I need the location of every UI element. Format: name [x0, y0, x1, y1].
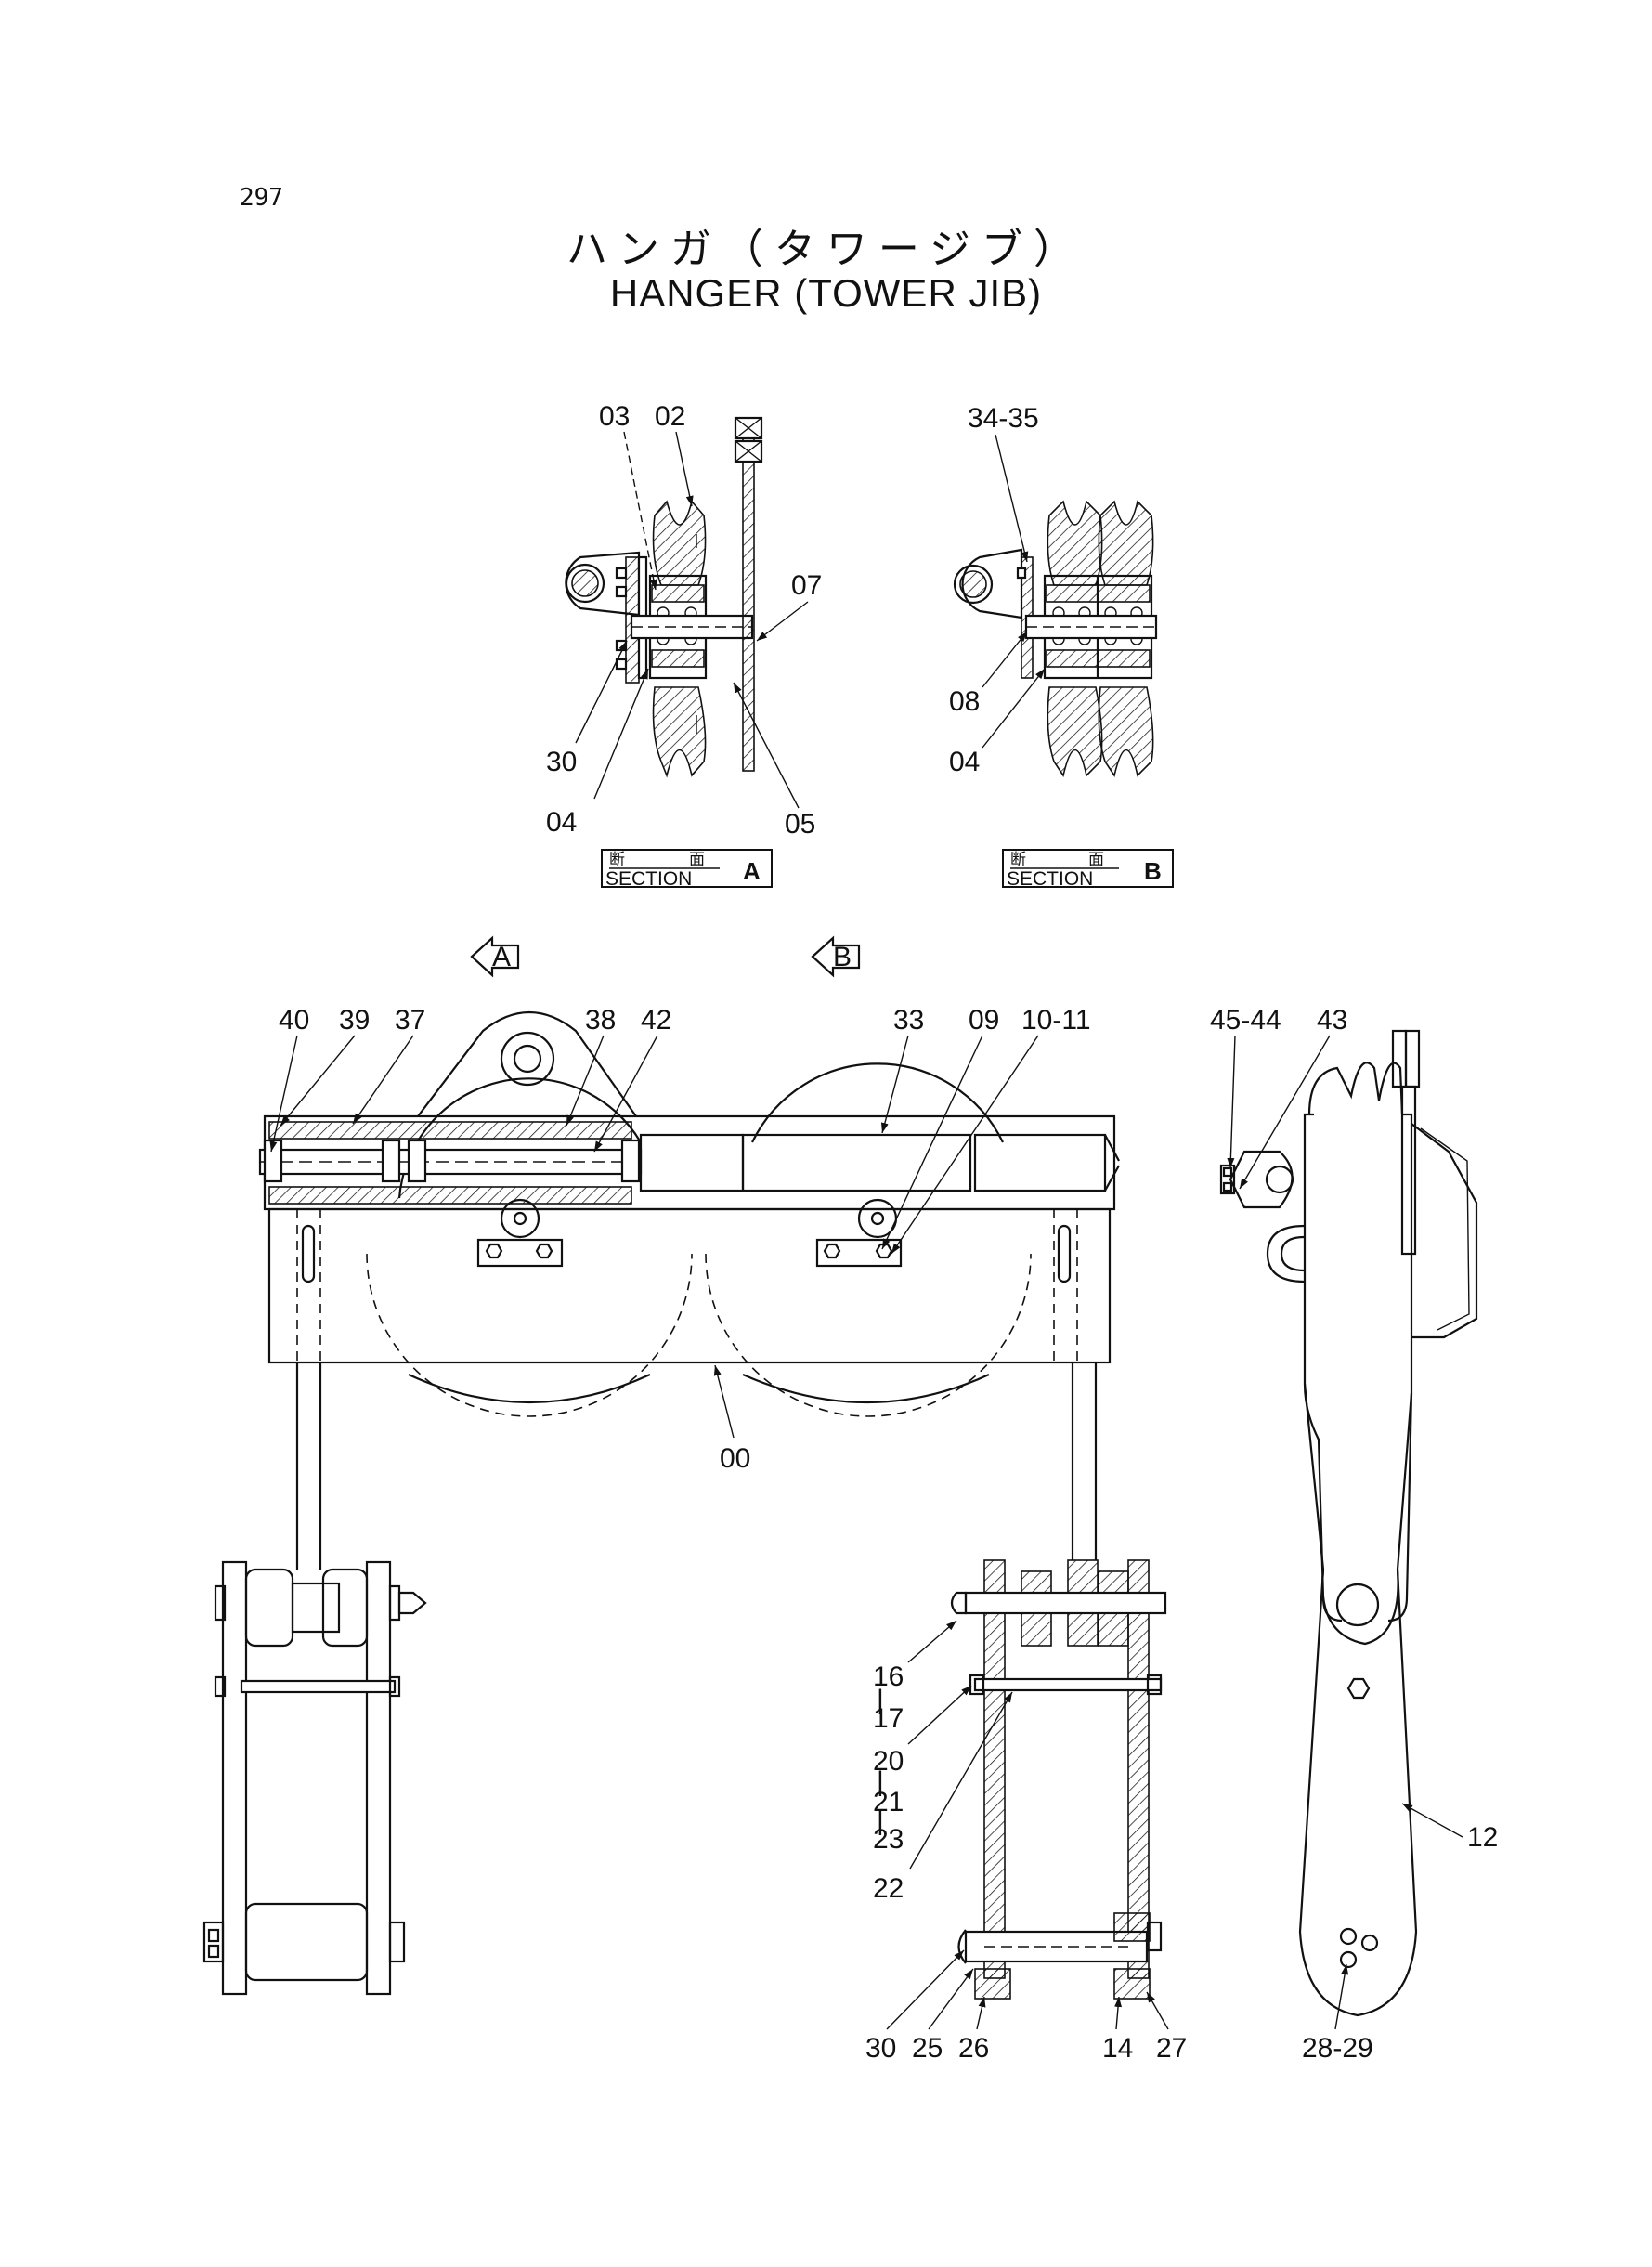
callout-05: 05 [785, 809, 815, 840]
callout-39: 39 [339, 1005, 370, 1036]
main-hanger-view [258, 1011, 1120, 1417]
callout-10-11: 10-11 [1021, 1005, 1091, 1036]
right-link-callouts: 16 | 17 20 | 21 | 23 22 30 25 26 14 27 [865, 1620, 1187, 2064]
callout-12: 12 [1467, 1822, 1498, 1853]
callout-21: 21 [873, 1787, 904, 1818]
svg-text:断: 断 [609, 851, 625, 869]
callout-28-29: 28-29 [1302, 2033, 1373, 2064]
callout-09: 09 [969, 1005, 999, 1036]
callout-04-b: 04 [949, 747, 980, 777]
svg-text:|: | [877, 1805, 884, 1836]
callout-30-a: 30 [546, 747, 577, 777]
section-b-drawing [953, 500, 1158, 777]
section-a-drawing [565, 416, 763, 778]
section-a-label-box: 断 面 SECTION A [601, 849, 773, 890]
svg-text:面: 面 [1088, 851, 1104, 869]
callout-14: 14 [1102, 2033, 1133, 2064]
callout-00: 00 [720, 1443, 750, 1474]
callout-37: 37 [395, 1005, 425, 1036]
callout-34-35: 34-35 [968, 403, 1039, 434]
callout-08: 08 [949, 686, 980, 717]
section-a-letter: A [743, 857, 761, 885]
svg-text:B: B [833, 942, 852, 972]
callout-02: 02 [655, 401, 685, 432]
callout-04-a: 04 [546, 807, 577, 838]
section-b-letter: B [1144, 857, 1162, 885]
section-a-text: SECTION [605, 868, 692, 890]
page-number: 297 [240, 184, 283, 212]
callout-38: 38 [585, 1005, 616, 1036]
left-link-assembly [202, 1362, 427, 1996]
callout-33: 33 [893, 1005, 924, 1036]
section-b-label-box: 断 面 SECTION B [1002, 849, 1174, 890]
section-b-text: SECTION [1007, 868, 1093, 890]
svg-text:|: | [877, 1685, 884, 1715]
callout-17: 17 [873, 1703, 904, 1734]
svg-text:断: 断 [1010, 851, 1026, 869]
callout-43: 43 [1317, 1005, 1347, 1036]
callout-30-b: 30 [865, 2033, 896, 2064]
view-arrow-b: B [811, 935, 861, 978]
title-english: HANGER (TOWER JIB) [609, 271, 1043, 315]
svg-text:|: | [877, 1766, 884, 1797]
svg-text:面: 面 [689, 851, 705, 869]
view-arrow-a: A [470, 935, 520, 978]
callout-07: 07 [791, 570, 822, 601]
callout-22: 22 [873, 1873, 904, 1904]
callout-16: 16 [873, 1661, 904, 1692]
callout-20: 20 [873, 1746, 904, 1777]
main-view-callouts: 40 39 37 38 42 33 09 10-11 00 [269, 1005, 1091, 1474]
right-link-assembly [950, 1362, 1167, 2000]
callout-26: 26 [958, 2033, 989, 2064]
callout-27: 27 [1156, 2033, 1187, 2064]
callout-45-44: 45-44 [1210, 1005, 1281, 1036]
title-japanese: ハンガ（タワージブ） [566, 226, 1086, 273]
callout-40: 40 [279, 1005, 309, 1036]
callout-42: 42 [641, 1005, 671, 1036]
callout-25: 25 [912, 2033, 943, 2064]
svg-text:A: A [492, 942, 511, 972]
side-view-callouts: 45-44 43 12 28-29 [1210, 1005, 1498, 2064]
section-b-callouts: 34-35 08 04 [949, 403, 1046, 777]
side-view-assembly [1219, 1029, 1478, 2017]
callout-03: 03 [599, 401, 630, 432]
section-a-callouts: 03 02 07 30 04 05 [546, 401, 822, 840]
callout-23: 23 [873, 1824, 904, 1855]
